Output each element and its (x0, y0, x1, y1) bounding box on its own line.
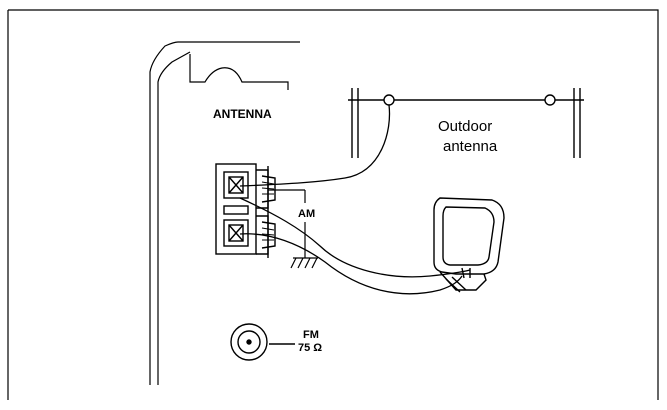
am-loop-antenna (433, 197, 505, 293)
rear-panel-outline (149, 41, 300, 385)
fm-impedance-label: 75 Ω (298, 342, 322, 354)
terminal-clip-ribs (261, 181, 275, 241)
fm-coaxial-jack (230, 323, 295, 361)
am-loop-wires (239, 197, 471, 295)
am-label: AM (298, 208, 315, 220)
am-wiring (268, 189, 306, 258)
antenna-label: ANTENNA (213, 107, 272, 121)
figure-frame (7, 9, 659, 400)
fm-lead-in-cable (239, 104, 391, 187)
terminal-divider (223, 205, 249, 215)
ground-icon (290, 257, 318, 269)
fm-terminal-upper (223, 171, 249, 199)
outdoor-antenna-label-line1: Outdoor (438, 118, 492, 135)
outdoor-antenna-label-line2: antenna (443, 138, 498, 155)
fm-label: FM (303, 329, 319, 341)
am-terminal-lower (223, 219, 249, 247)
